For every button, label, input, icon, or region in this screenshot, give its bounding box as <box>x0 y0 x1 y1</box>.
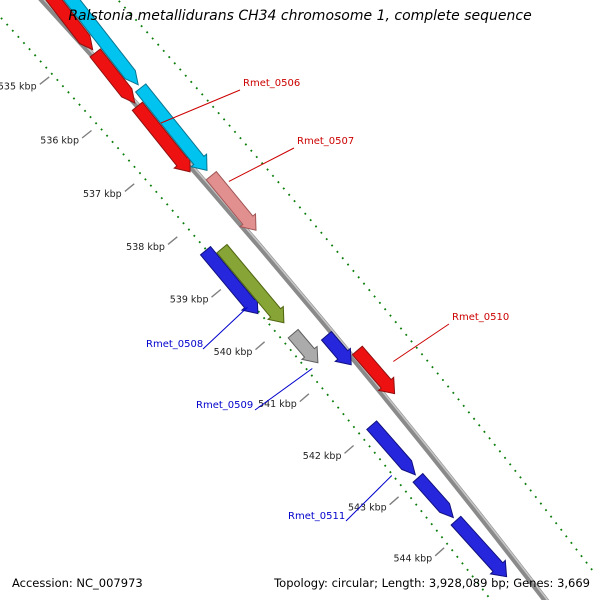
gene-label-line-Rmet_0507 <box>228 147 295 182</box>
ruler-tick-542 <box>344 444 355 454</box>
gene-arrow-Rmet_0510[interactable] <box>351 345 396 395</box>
ruler-label-542: 542 kbp <box>303 451 342 462</box>
ruler-tick-535 <box>39 76 50 85</box>
ruler-dotted-line-inner <box>116 0 597 576</box>
ruler-label-535: 535 kbp <box>0 82 37 93</box>
ruler-label-539: 539 kbp <box>170 295 209 306</box>
gene-arrow-cds-10[interactable] <box>320 330 352 366</box>
gene-label-line-Rmet_0506 <box>160 89 241 124</box>
genome-summary-text: Topology: circular; Length: 3,928,089 bp… <box>274 576 590 590</box>
backbone-arc <box>38 0 550 600</box>
ruler-label-540: 540 kbp <box>214 347 253 358</box>
gene-label-Rmet_0510[interactable]: Rmet_0510 <box>452 312 509 323</box>
ruler-label-537: 537 kbp <box>83 189 122 200</box>
gene-arrow-Rmet_0511-2[interactable] <box>412 472 455 519</box>
ruler-label-541: 541 kbp <box>258 399 297 410</box>
ruler-tick-540 <box>255 341 266 351</box>
ruler-label-536: 536 kbp <box>40 136 79 147</box>
gene-arrow-cds-2[interactable] <box>89 48 136 104</box>
gene-label-line-Rmet_0509 <box>254 368 313 411</box>
gene-arrow-Rmet_0507[interactable] <box>205 170 257 231</box>
ruler-tick-537 <box>124 183 135 192</box>
gene-label-line-Rmet_0511 <box>345 475 393 522</box>
ruler-label-543: 543 kbp <box>348 502 387 513</box>
ruler-tick-539 <box>211 288 222 298</box>
ruler-tick-543 <box>389 496 400 506</box>
gene-arrow-Rmet_0509[interactable] <box>287 328 319 364</box>
gene-label-Rmet_0511[interactable]: Rmet_0511 <box>288 511 345 522</box>
gene-arrow-cds-8[interactable] <box>216 243 285 324</box>
gene-label-line-Rmet_0510 <box>393 323 450 362</box>
accession-text: Accession: NC_007973 <box>12 576 143 590</box>
gene-label-line-Rmet_0508 <box>202 306 248 350</box>
ruler-label-538: 538 kbp <box>126 242 165 253</box>
ruler-tick-544 <box>434 547 445 557</box>
gene-arrow-cds-5[interactable] <box>134 83 208 172</box>
gene-arrow-cds-4[interactable] <box>48 0 139 86</box>
gene-label-Rmet_0509[interactable]: Rmet_0509 <box>196 400 253 411</box>
gene-label-Rmet_0507[interactable]: Rmet_0507 <box>297 136 354 147</box>
sequence-title: Ralstonia metallidurans CH34 chromosome … <box>68 8 532 24</box>
gene-arrow-Rmet_0511-1[interactable] <box>366 420 417 476</box>
gene-arrow-Rmet_0511-3[interactable] <box>450 515 508 578</box>
ruler-dotted-line-outer <box>0 15 492 600</box>
ruler-tick-538 <box>167 236 178 245</box>
ruler-tick-541 <box>299 393 310 403</box>
ruler-label-544: 544 kbp <box>393 554 432 565</box>
ruler-tick-536 <box>81 129 92 139</box>
gene-label-Rmet_0508[interactable]: Rmet_0508 <box>146 339 203 350</box>
gene-label-Rmet_0506[interactable]: Rmet_0506 <box>243 78 300 89</box>
gene-arrow-cds-1[interactable] <box>45 0 94 51</box>
